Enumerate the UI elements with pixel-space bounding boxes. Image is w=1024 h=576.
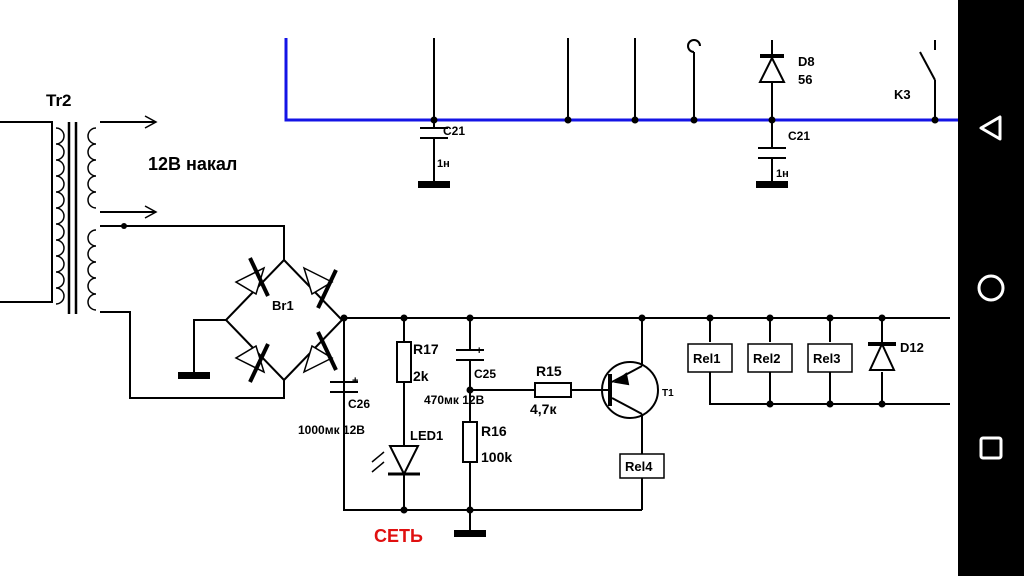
label-t1: T1 <box>662 388 674 399</box>
zener-d8 <box>758 54 786 83</box>
label-rel2: Rel2 <box>753 351 780 366</box>
label-c26-plus: + <box>352 375 358 387</box>
label-r15: R15 <box>536 363 562 379</box>
label-r17-value: 2k <box>413 368 429 384</box>
ground-symbols <box>178 181 788 537</box>
led1-diode <box>371 445 420 477</box>
recents-square-icon <box>979 436 1003 460</box>
label-d12: D12 <box>900 340 924 355</box>
resistors <box>396 341 572 463</box>
bus-line <box>284 38 958 122</box>
label-r17: R17 <box>413 341 439 357</box>
back-triangle-icon <box>979 115 1002 141</box>
label-br1: Br1 <box>272 298 294 313</box>
android-navigation-bar <box>958 0 1024 576</box>
label-d8: D8 <box>798 54 815 69</box>
diode-d12 <box>868 341 896 371</box>
label-c26-value: 1000мк 12В <box>298 423 365 437</box>
transformer-tr2 <box>55 115 158 314</box>
label-k3: K3 <box>894 87 911 102</box>
label-led1: LED1 <box>410 428 443 443</box>
circuit-schematic: Tr2 12В накал Br1 C21 1н C21 1н D8 56 K3… <box>0 38 958 546</box>
label-c21-b: C21 <box>788 129 810 143</box>
label-c26: C26 <box>348 397 370 411</box>
label-c25-plus: + <box>476 345 482 357</box>
label-c25: C25 <box>474 367 496 381</box>
home-circle-icon <box>977 274 1005 302</box>
label-r15-value: 4,7к <box>530 401 557 417</box>
label-rel4: Rel4 <box>625 459 653 474</box>
home-button[interactable] <box>971 268 1011 308</box>
label-r16-value: 100k <box>481 449 512 465</box>
capacitors <box>330 127 786 393</box>
label-rel1: Rel1 <box>693 351 720 366</box>
label-d8-value: 56 <box>798 72 812 87</box>
label-tr2: Tr2 <box>46 91 72 110</box>
junctions <box>121 116 939 514</box>
label-mains: СЕТЬ <box>374 526 423 546</box>
bridge-br1 <box>224 257 344 383</box>
label-r16: R16 <box>481 423 507 439</box>
label-c21-a-value: 1н <box>437 158 450 170</box>
recents-button[interactable] <box>971 428 1011 468</box>
label-c21-a: C21 <box>443 124 465 138</box>
transistor-t1 <box>601 361 659 419</box>
back-button[interactable] <box>971 108 1011 148</box>
label-rel3: Rel3 <box>813 351 840 366</box>
label-heater: 12В накал <box>148 154 237 174</box>
relay-coils <box>619 343 853 479</box>
label-c21-b-value: 1н <box>776 168 789 180</box>
label-c25-value: 470мк 12В <box>424 393 485 407</box>
